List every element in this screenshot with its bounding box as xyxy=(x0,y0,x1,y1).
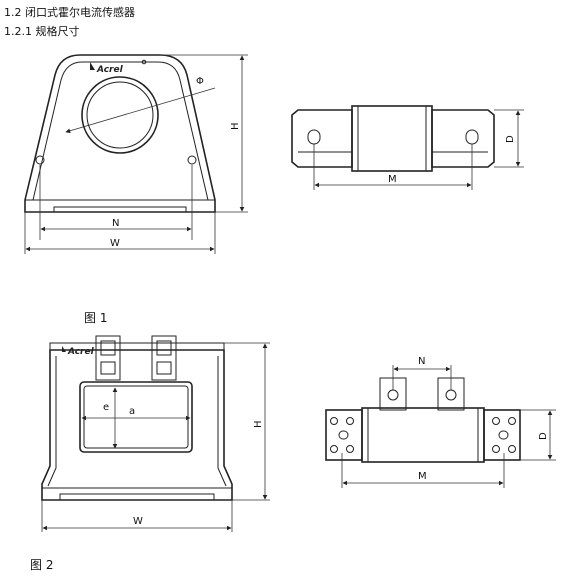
figure2-side-view: N D M xyxy=(325,356,556,488)
figure1-label-diameter: Φ xyxy=(196,76,204,87)
figure2-label-mount: M xyxy=(418,471,427,482)
figure1-label-mount: M xyxy=(388,174,397,185)
figure2-label-window-width: a xyxy=(129,406,135,417)
figure1-caption: 图 1 xyxy=(84,311,108,325)
figure1-label-inner-width: N xyxy=(112,218,119,229)
figure2-label-height: H xyxy=(253,420,264,428)
figure1-brand-logo: Acrel xyxy=(96,65,124,75)
figure1-label-width: W xyxy=(110,238,120,249)
figure2-brand-logo: Acrel xyxy=(67,347,95,357)
figure1-front-view: Acrel Φ H N W xyxy=(24,54,248,254)
figure2-caption: 图 2 xyxy=(30,558,54,572)
figure1-label-depth: D xyxy=(505,135,516,143)
section-heading: 1.2 闭口式霍尔电流传感器 xyxy=(4,6,135,19)
figure2-label-depth: D xyxy=(538,432,549,440)
figure1-label-height: H xyxy=(230,122,241,130)
figure2-label-width: W xyxy=(133,516,143,527)
figure2-front-view: Acrel e a H W xyxy=(41,335,270,532)
figure2-label-terminal-spacing: N xyxy=(418,356,425,367)
section-subheading: 1.2.1 规格尺寸 xyxy=(4,25,80,38)
figure2-label-window-height: e xyxy=(103,402,109,413)
figure1-side-view: D M xyxy=(291,105,524,190)
